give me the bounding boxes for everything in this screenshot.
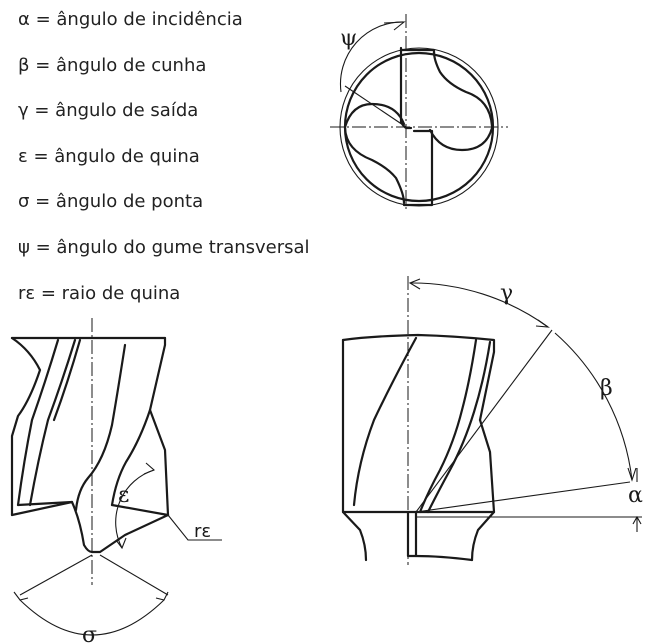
flank-face-line	[415, 481, 631, 513]
beta-angle-arc	[554, 332, 633, 481]
drill-side-view-right: γ β α	[341, 276, 643, 565]
left-flute-spiral-3	[52, 338, 82, 422]
psi-label: ψ	[340, 26, 357, 51]
gamma-angle-arc	[409, 282, 549, 328]
psi-arrow-head	[383, 21, 406, 31]
sigma-label: σ	[82, 623, 97, 644]
gamma-arrow-right	[535, 319, 550, 328]
left-drill-point	[10, 500, 170, 554]
alpha-label: α	[628, 483, 643, 508]
legend-item-beta: β = ângulo de cunha	[18, 54, 207, 76]
drill-end-view: ψ	[330, 14, 508, 212]
drill-side-view-left: ε rε σ	[10, 318, 222, 644]
sigma-line-left	[19, 554, 93, 596]
flute-right-curve	[428, 126, 494, 152]
epsilon-label: ε	[118, 483, 129, 508]
sigma-angle-arc	[19, 599, 165, 636]
legend-item-epsilon: ε = ângulo de quina	[18, 145, 200, 167]
legend-item-sigma: σ = ângulo de ponta	[18, 191, 204, 213]
alpha-arrow	[632, 515, 642, 525]
angle-legend: α = ângulo de incidência β = ângulo de c…	[18, 6, 358, 325]
rake-face-line	[415, 329, 553, 513]
left-flute-spiral-2	[28, 338, 77, 507]
left-flute-spiral-4	[74, 343, 127, 512]
sigma-arrow-right	[155, 591, 169, 601]
right-drill-outline-left	[341, 338, 368, 562]
beta-label: β	[600, 376, 613, 401]
right-flute-spiral-2	[418, 338, 478, 514]
epsilon-arrow-top	[143, 462, 156, 475]
right-bottom-curve	[414, 554, 474, 562]
flute-left-curve	[343, 102, 406, 129]
left-flute-spiral-5	[110, 408, 152, 507]
flute-right-edge	[402, 129, 434, 207]
gamma-arrow-left	[408, 278, 421, 290]
r-epsilon-label: rε	[194, 521, 211, 542]
right-cutting-edge-face	[406, 510, 418, 558]
right-drill-top-edge	[341, 333, 496, 422]
gamma-label: γ	[500, 281, 513, 306]
legend-item-alpha: α = ângulo de incidência	[18, 9, 243, 30]
legend-item-gamma: γ = ângulo de saída	[18, 100, 199, 122]
chisel-edge-line	[344, 85, 407, 128]
left-flute-spiral-1	[16, 338, 60, 507]
epsilon-arrow-bottom	[115, 537, 127, 550]
left-lip-line-right	[110, 503, 170, 517]
right-flute-spiral-1	[352, 336, 418, 507]
legend-item-r-epsilon: rε = raio de quina	[18, 282, 181, 304]
legend-item-psi: ψ = ângulo do gume transversal	[18, 236, 310, 258]
flute-upper-right	[432, 50, 494, 128]
left-drill-outline-right	[148, 336, 170, 517]
left-drill-outline-left	[10, 336, 42, 517]
sigma-line-right	[99, 554, 169, 596]
right-flute-spiral-3	[426, 340, 492, 514]
beta-arrow	[627, 467, 637, 482]
left-lip-line	[16, 500, 74, 507]
epsilon-angle-arc	[115, 469, 155, 549]
r-epsilon-leader	[167, 514, 222, 541]
flute-lower-left	[343, 126, 406, 205]
right-drill-outline-right	[470, 418, 496, 562]
sigma-arrow-left	[13, 591, 29, 601]
